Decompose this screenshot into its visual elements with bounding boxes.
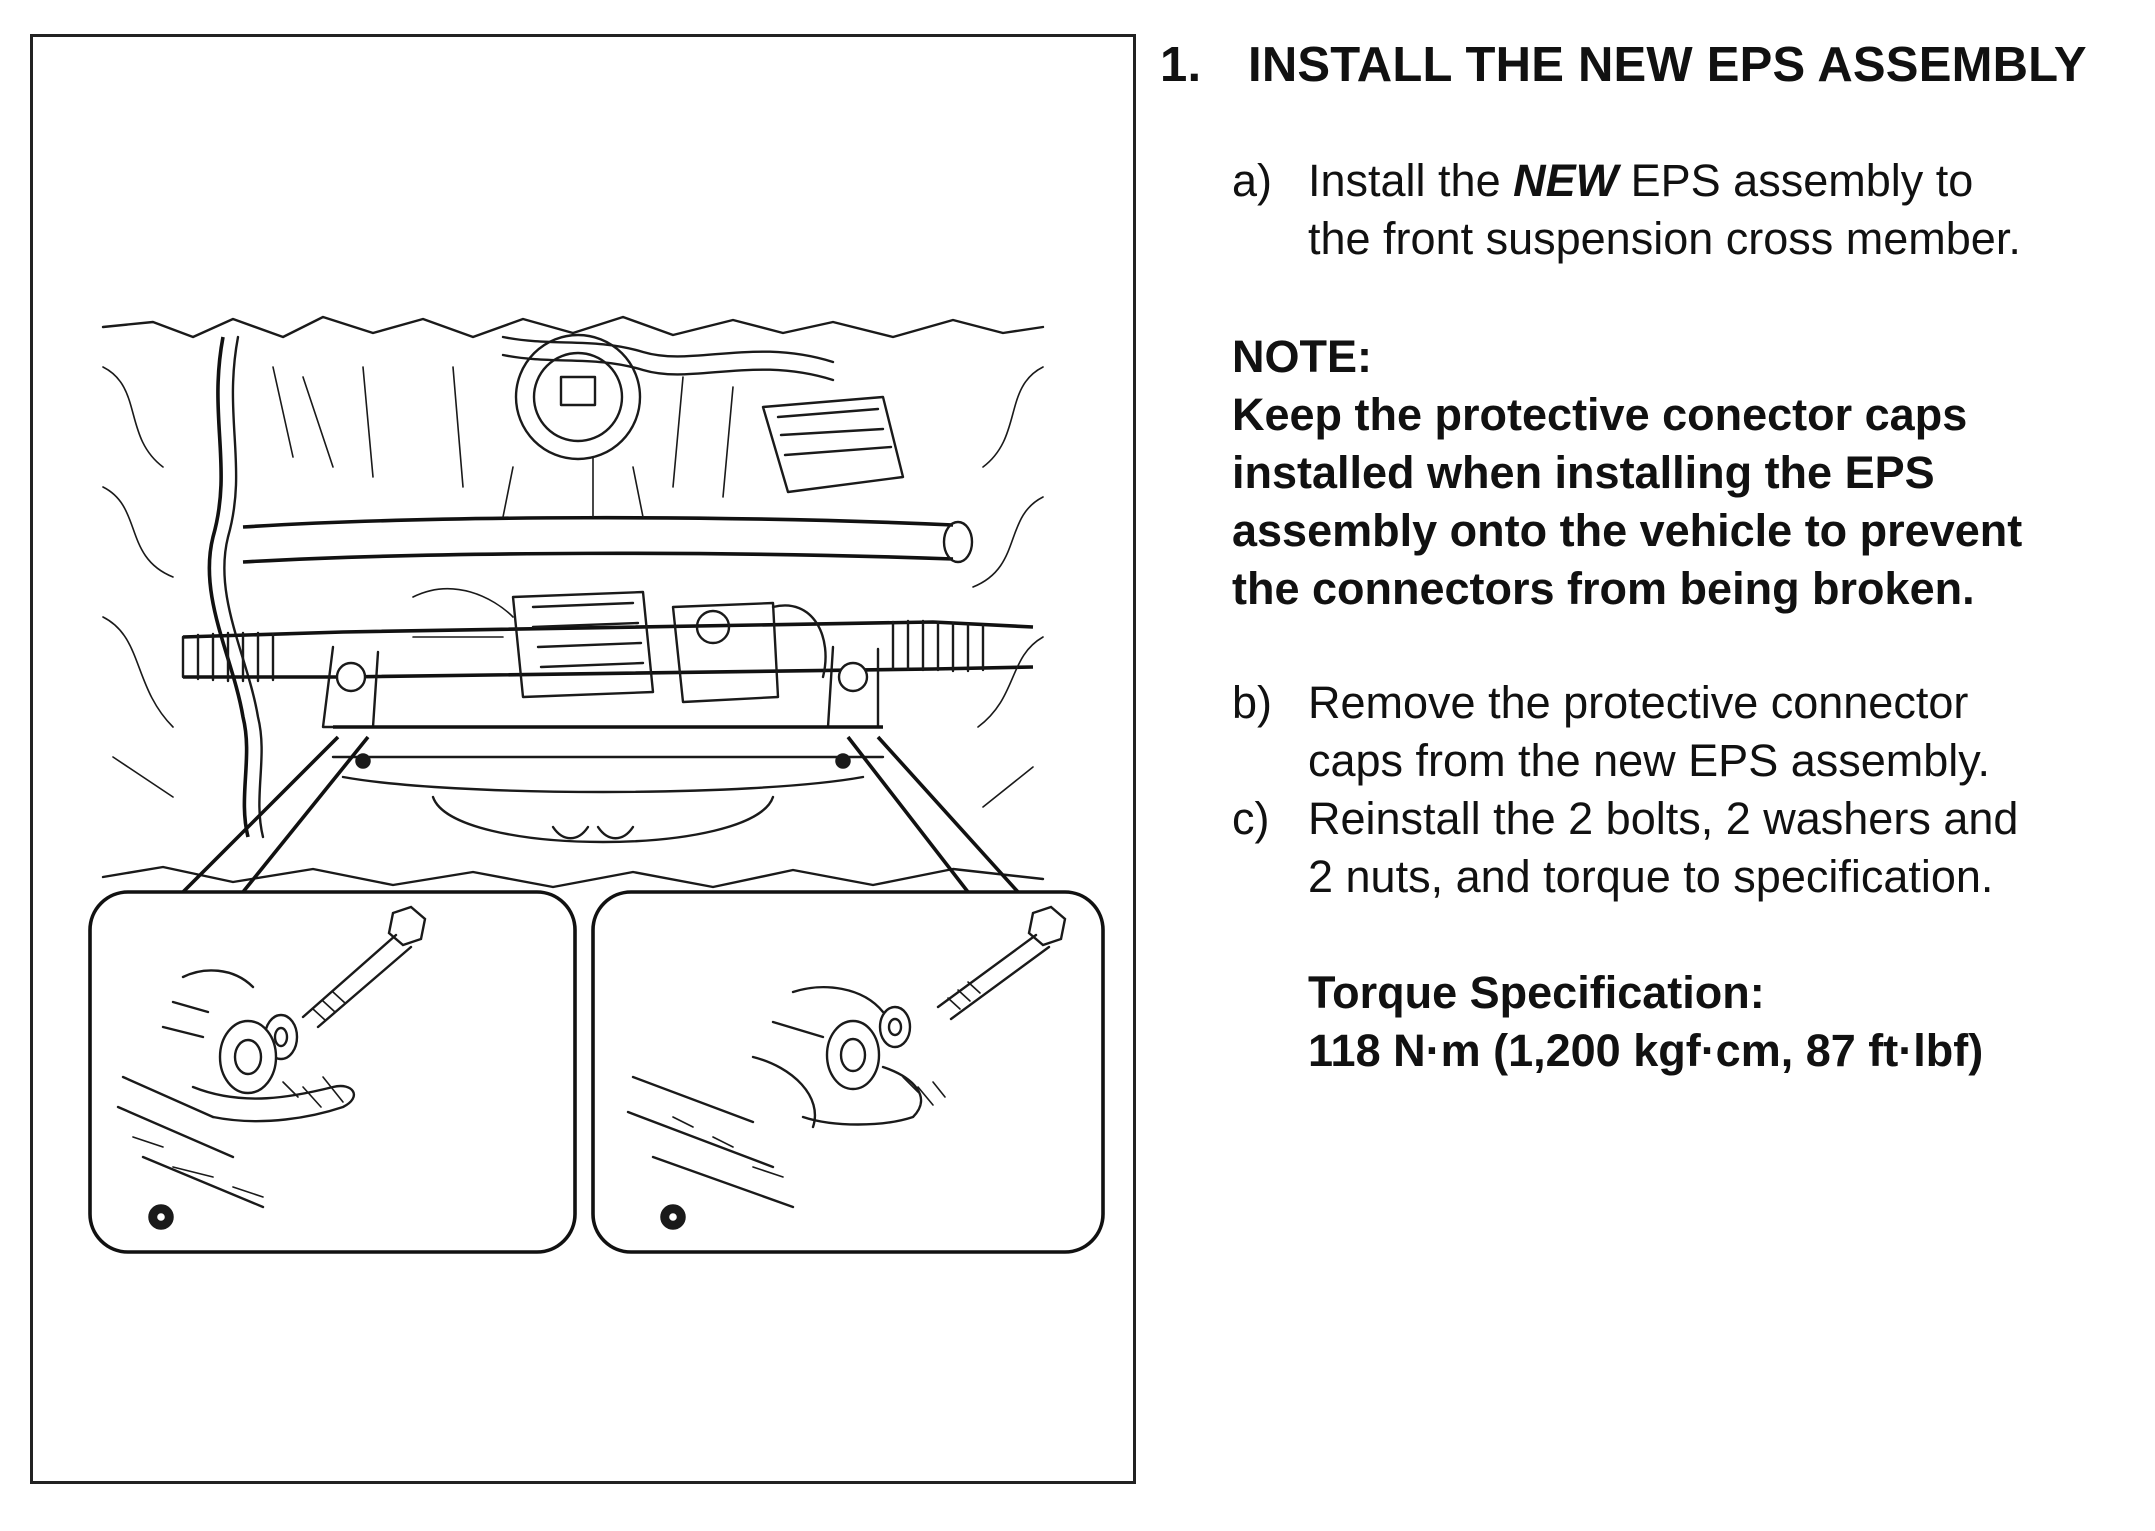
section-number: 1. (1160, 38, 1202, 92)
step-a-line-2: the front suspension cross member. (1308, 213, 2021, 264)
note-line: assembly onto the vehicle to prevent (1232, 505, 2023, 556)
section-title: INSTALL THE NEW EPS ASSEMBLY (1248, 38, 2087, 92)
step-letter: b) (1232, 677, 1273, 728)
eps-installation-illustration (88, 315, 1105, 1254)
note-line: the connectors from being broken. (1232, 563, 1975, 614)
step-a-text-before: Install the (1308, 155, 1514, 206)
main-underbody-view (101, 315, 1045, 894)
left-mount-bolt-detail (88, 890, 577, 1254)
step-letter: c) (1232, 793, 1270, 844)
note-line: Keep the protective conector caps (1232, 389, 1968, 440)
step-c-line-1: Reinstall the 2 bolts, 2 washers and (1308, 793, 2019, 844)
step-b-line-2: caps from the new EPS assembly. (1308, 735, 1990, 786)
note-line: installed when installing the EPS (1232, 447, 1935, 498)
note-block: NOTE: Keep the protective conector caps … (1232, 328, 2022, 618)
torque-spec: Torque Specification: 118 N·m (1,200 kgf… (1308, 964, 1983, 1080)
torque-label: Torque Specification: (1308, 967, 1765, 1018)
step-a-emphasis: NEW (1513, 155, 1619, 206)
note-label: NOTE: (1232, 331, 1372, 382)
section-heading: 1. INSTALL THE NEW EPS ASSEMBLY (1160, 34, 2087, 96)
figure-frame (30, 34, 1136, 1484)
step-a-text-after: EPS assembly to (1618, 155, 1974, 206)
torque-value: 118 N·m (1,200 kgf·cm, 87 ft·lbf) (1308, 1025, 1984, 1076)
step-letter: a) (1232, 155, 1273, 206)
step-b-line-1: Remove the protective connector (1308, 677, 1969, 728)
step-c-line-2: 2 nuts, and torque to specification. (1308, 851, 1994, 902)
step-a-line-1: Install the NEW EPS assembly to (1308, 152, 2021, 210)
right-mount-bolt-detail (591, 890, 1105, 1254)
